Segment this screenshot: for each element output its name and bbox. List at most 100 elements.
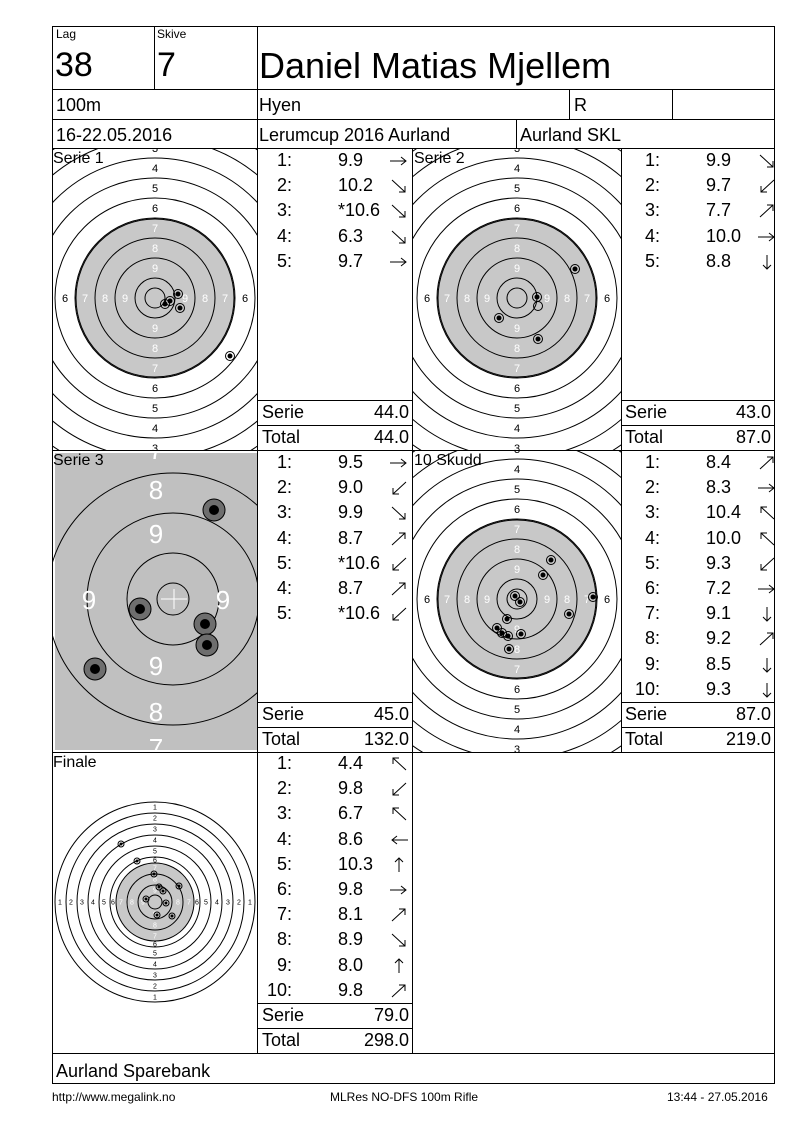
shot-value: 9.8 [338,778,364,799]
direction-arrow-icon [759,632,774,646]
ring-number: 8 [152,343,158,355]
ring-number: 2 [237,900,241,907]
ring-number: 6 [195,900,199,907]
club: Aurland SKL [520,125,622,145]
shot-row: 8:8.9 [262,929,410,951]
footer-timestamp: 13:44 - 27.05.2016 [667,1090,768,1104]
ring-number: 5 [514,183,520,195]
shot-number: 3: [644,502,660,523]
ring-number: 6 [152,203,158,215]
ring-number: 4 [91,900,95,907]
ring-number: 8 [102,293,108,305]
ring-number: 4 [514,423,520,435]
total-label: Total [262,1030,301,1050]
ring-number: 4 [153,962,157,969]
ring-number: 6 [62,293,68,305]
finale-title: Finale [53,754,97,771]
shot-value: 9.3 [706,552,732,573]
direction-arrow-icon [758,232,775,241]
direction-arrow-icon [391,230,406,244]
shot-number: 4: [276,225,292,246]
ring-number: 7 [514,664,520,676]
lag-value: 38 [55,46,93,84]
shot-row: 10:9.3 [630,679,778,701]
ring-number: 8 [153,877,157,884]
shot-value: 9.7 [338,250,364,271]
ring-number: 3 [153,827,157,834]
serie-value: 44.0 [373,402,409,422]
shot-value: 10.0 [706,225,742,246]
shot-value: 4.4 [338,753,364,773]
shot-number: 3: [276,200,292,221]
shot-number: 4: [644,527,660,548]
shot-value: 6.3 [338,225,364,246]
ring-number: 9 [216,585,230,615]
shot-value: 10.2 [338,175,374,196]
class: R [574,95,587,115]
dates: 16-22.05.2016 [56,125,173,145]
shot-row: 5:10.3 [262,854,410,876]
ring-number: 8 [564,293,570,305]
ring-number: 5 [153,849,157,856]
shot-number: 4: [644,225,660,246]
total-value: 87.0 [735,427,771,447]
shot-row: 4:8.7 [262,578,410,600]
shot-row: 5:9.7 [262,251,410,273]
ring-number: 6 [424,293,430,305]
ring-number: 4 [514,163,520,175]
hits [117,840,183,920]
hit-marker [570,264,580,274]
total-label: Total [262,729,301,749]
ring-number: 8 [514,544,520,556]
shot-row: 10:9.8 [262,980,410,1002]
shot-value: 8.7 [338,527,364,548]
target-svg: 111122223333444455556666777788889999 [54,801,256,1003]
footer-url[interactable]: http://www.megalink.no [52,1090,176,1104]
ring-number: 3 [514,744,520,752]
ring-number: 9 [141,900,145,907]
shot-number: 5: [276,853,292,874]
ring-number: 9 [484,293,490,305]
direction-arrow-icon [392,782,407,796]
shot-number: 4: [276,527,292,548]
total-row: Total 132.0 [258,729,412,751]
ring-number: 6 [514,504,520,516]
shot-value: 9.7 [706,175,732,196]
ring-number: 5 [152,403,158,415]
ring-number: 9 [153,888,157,895]
ring-number: 8 [564,594,570,606]
ring-number: 4 [514,464,520,476]
shot-value: 9.9 [338,150,364,170]
direction-arrow-icon [391,934,406,947]
ring-number: 7 [153,866,157,873]
shot-row: 6:7.2 [630,578,778,600]
ring-number: 6 [514,383,520,395]
ring-number: 6 [514,684,520,696]
hits [160,289,235,361]
shot-number: 1: [276,753,292,773]
ring-number: 4 [153,838,157,845]
ten-shots-title: 10 Skudd [414,452,482,469]
shot-value: 8.4 [706,452,732,472]
shot-number: 7: [644,603,660,624]
serie-value: 45.0 [373,704,409,724]
ring-number: 8 [152,243,158,255]
shot-value: 8.3 [706,477,732,498]
shot-number: 7: [276,904,292,925]
total-label: Total [625,729,664,749]
skive-value: 7 [157,46,176,84]
shot-number: 1: [276,150,292,170]
ring-number: 7 [187,900,191,907]
direction-arrow-icon [390,885,407,895]
ring-number: 8 [153,923,157,930]
direction-arrow-icon [762,657,772,673]
target-serie-3-zoom: 8 9 9 9 9 8 7 7 [53,451,257,752]
sponsor: Aurland Sparebank [56,1061,211,1081]
ring-number: 8 [514,644,520,656]
hit-marker [177,305,183,311]
hit-marker [533,301,543,311]
ring-number: 7 [584,594,590,606]
serie-row: Serie 43.0 [622,402,774,424]
